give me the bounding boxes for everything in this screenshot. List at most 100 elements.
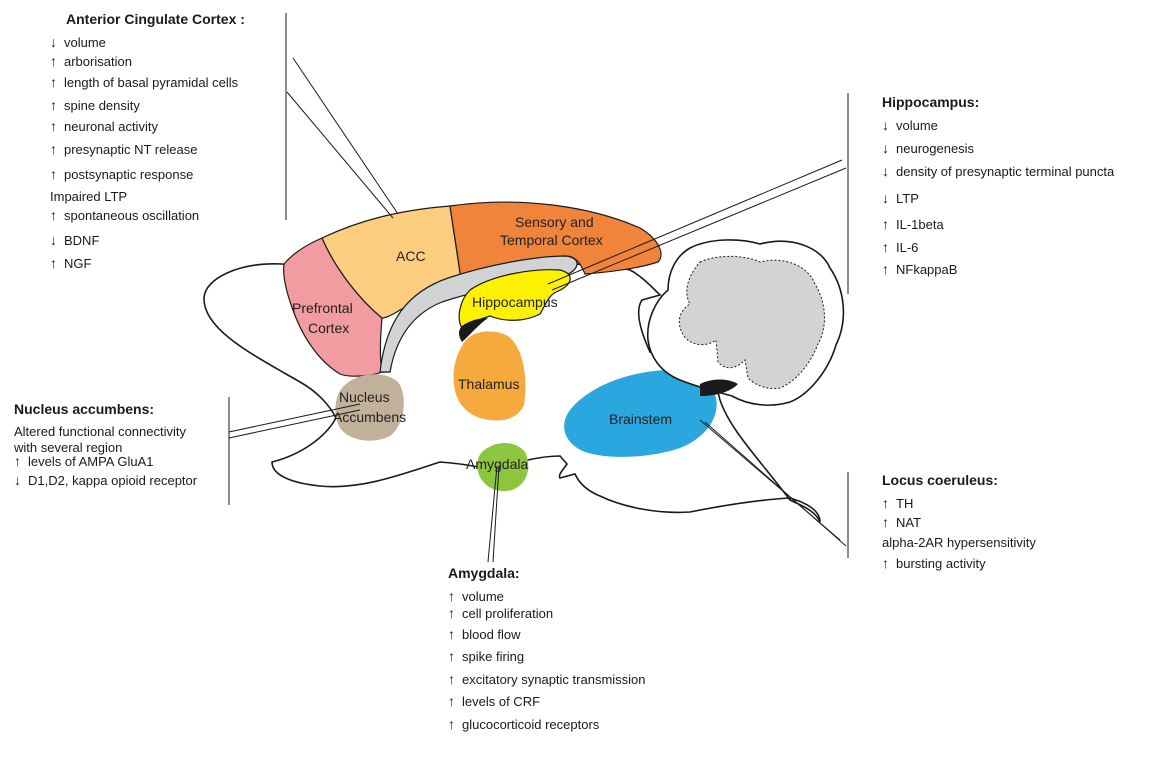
- panel-item: ↓ density of presynaptic terminal puncta: [882, 164, 1114, 178]
- arrow-up-icon: ↑: [882, 514, 889, 530]
- label-acc: ACC: [396, 248, 426, 264]
- label-nucleus-accumbens-2: Accumbens: [333, 409, 406, 425]
- panel-item: ↑ bursting activity: [882, 556, 1036, 570]
- amygdala-connector-1: [487, 465, 498, 563]
- ventricle-band: [379, 255, 578, 373]
- panel-item-text: NAT: [896, 514, 922, 530]
- arrow-down-icon: ↓: [50, 34, 57, 50]
- label-nucleus-accumbens-1: Nucleus: [339, 389, 390, 405]
- panel-hippocampus-list: ↓volume↓neurogenesis↓density of presynap…: [882, 118, 1114, 276]
- panel-item-text: IL-6: [896, 239, 919, 255]
- panel-item: ↓volume: [882, 118, 1114, 132]
- amygdala-connector-2: [492, 465, 500, 563]
- arrow-down-icon: ↓: [882, 117, 889, 133]
- arrow-up-icon: ↑: [448, 693, 455, 709]
- panel-item-text: IL-1beta: [896, 216, 944, 232]
- arrow-up-icon: ↑: [448, 648, 455, 664]
- arrow-up-icon: ↑: [50, 141, 57, 157]
- panel-item-text: TH: [896, 495, 914, 511]
- panel-item: ↑ length of basal pyramidal cells: [50, 75, 245, 89]
- panel-item: ↑ neuronal activity: [50, 119, 245, 133]
- arrow-up-icon: ↑: [882, 495, 889, 511]
- arrow-up-icon: ↑: [14, 453, 21, 469]
- hippocampus-connector-1: [547, 159, 843, 285]
- panel-nucleus-accumbens: Nucleus accumbens: Altered functional co…: [14, 402, 197, 487]
- panel-item-text: spike firing: [462, 648, 525, 664]
- arrow-up-icon: ↑: [50, 207, 57, 223]
- arrow-up-icon: ↑: [882, 261, 889, 277]
- panel-item-text: excitatory synaptic transmission: [462, 671, 646, 687]
- panel-item-text: postsynaptic response: [64, 166, 194, 182]
- panel-item-text: neuronal activity: [64, 118, 158, 134]
- arrow-up-icon: ↑: [50, 255, 57, 271]
- panel-locus-coeruleus-title: Locus coeruleus:: [882, 472, 998, 488]
- arrow-up-icon: ↑: [882, 555, 889, 571]
- panel-nucleus-accumbens-title: Nucleus accumbens:: [14, 401, 155, 417]
- panel-item-text: spine density: [64, 97, 140, 113]
- arrow-up-icon: ↑: [50, 53, 57, 69]
- panel-item: ↑ spontaneous oscillation: [50, 208, 245, 222]
- panel-item-text: NFkappaB: [896, 261, 958, 277]
- panel-item: ↑volume: [448, 589, 646, 603]
- panel-item: ↑ NFkappaB: [882, 262, 1114, 276]
- panel-item: ↑ TH: [882, 496, 1036, 510]
- panel-item: ↑ cell proliferation: [448, 606, 646, 620]
- arrow-up-icon: ↑: [448, 605, 455, 621]
- panel-item-text: length of basal pyramidal cells: [64, 74, 239, 90]
- panel-item-text: neurogenesis: [896, 140, 975, 156]
- hippocampus-connector-2: [551, 167, 847, 291]
- panel-item: ↑excitatory synaptic transmission: [448, 672, 646, 686]
- panel-item: ↑ levels of AMPA GluA1: [14, 454, 197, 468]
- arrow-up-icon: ↑: [50, 74, 57, 90]
- panel-item-text: density of presynaptic terminal puncta: [896, 163, 1115, 179]
- arrow-down-icon: ↓: [50, 232, 57, 248]
- fornix: [459, 318, 488, 342]
- panel-hippocampus: Hippocampus: ↓volume↓neurogenesis↓densit…: [882, 95, 1114, 276]
- panel-item: ↓neurogenesis: [882, 141, 1114, 155]
- lc-connector-2: [704, 421, 847, 547]
- arrow-up-icon: ↑: [50, 97, 57, 113]
- panel-item-text: cell proliferation: [462, 605, 554, 621]
- arrow-up-icon: ↑: [882, 239, 889, 255]
- panel-item-text: levels of AMPA GluA1: [28, 453, 154, 469]
- region-thalamus: [453, 331, 526, 421]
- panel-item: ↑ spike firing: [448, 649, 646, 663]
- panel-item: ↑ NAT: [882, 515, 1036, 529]
- label-hippocampus: Hippocampus: [472, 294, 558, 310]
- panel-item-text: Altered functional connectivity: [14, 424, 186, 439]
- cerebellum-arbor: [678, 255, 825, 389]
- panel-item-text: BDNF: [64, 232, 100, 248]
- connectors: [228, 13, 849, 563]
- arrow-up-icon: ↑: [50, 166, 57, 182]
- arrow-up-icon: ↑: [448, 716, 455, 732]
- arrow-up-icon: ↑: [882, 216, 889, 232]
- panel-item: ↓volume: [50, 35, 245, 49]
- panel-item: ↑ postsynaptic response: [50, 167, 245, 181]
- nacc-connector-2: [228, 409, 361, 439]
- label-thalamus: Thalamus: [458, 376, 519, 392]
- panel-item-text: levels of CRF: [462, 693, 541, 709]
- cerebellum-peduncle: [700, 379, 738, 396]
- label-sensory-temporal-2: Temporal Cortex: [500, 232, 603, 248]
- region-brainstem: [564, 370, 717, 457]
- panel-item-text: glucocorticoid receptors: [462, 716, 600, 732]
- panel-acc-list: ↓volume↑arborisation↑length of basal pyr…: [50, 35, 245, 270]
- panel-amygdala: Amygdala: ↑volume↑cell proliferation↑blo…: [448, 566, 646, 731]
- panel-item-text: Impaired LTP: [50, 189, 128, 204]
- label-brainstem: Brainstem: [609, 411, 672, 427]
- panel-item-text: bursting activity: [896, 555, 986, 571]
- label-sensory-temporal-1: Sensory and: [515, 214, 594, 230]
- panel-item: ↑ IL-6: [882, 240, 1114, 254]
- panel-item-text: with several region: [14, 440, 123, 455]
- panel-item-text: D1,D2, kappa opioid receptor: [28, 472, 198, 488]
- acc-connector-2: [286, 91, 394, 219]
- arrow-up-icon: ↑: [50, 118, 57, 134]
- arrow-down-icon: ↓: [882, 163, 889, 179]
- arrow-down-icon: ↓: [882, 190, 889, 206]
- region-nucleus-accumbens: [335, 374, 404, 441]
- panel-item-text: spontaneous oscillation: [64, 207, 200, 223]
